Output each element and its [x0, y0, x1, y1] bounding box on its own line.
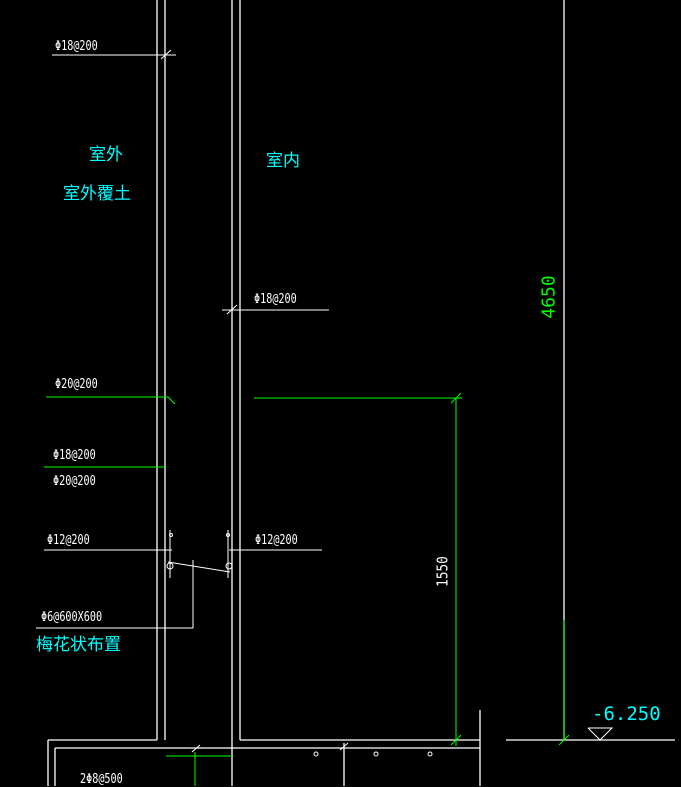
tie-dot-right [225, 562, 233, 570]
tick-slab-left [191, 744, 201, 753]
label-rebar-outer-2: Φ18@200 [53, 448, 96, 463]
dimension-lines [44, 392, 570, 786]
tick-slab [339, 742, 349, 751]
label-rebar-bottom: 2Φ8@500 [80, 772, 123, 787]
label-rebar-inner-low: Φ12@200 [255, 533, 298, 548]
wall-outline [47, 0, 675, 786]
dimension-text-4650: 4650 [538, 275, 560, 319]
note-backfill: 室外覆土 [63, 184, 131, 204]
dim-tick-bottom [450, 734, 462, 746]
label-rebar-tie: Φ6@600X600 [41, 610, 103, 625]
tick-inner-mid [226, 304, 238, 315]
tick-top-outer [160, 49, 172, 60]
label-rebar-outer-4: Φ12@200 [47, 533, 90, 548]
dim-tick-top [450, 392, 462, 404]
dimension-text-1550: 1550 [433, 556, 452, 587]
slab-rebar-dot-3 [427, 751, 433, 757]
elevation-triangle [587, 727, 614, 741]
label-rebar-outer-1: Φ20@200 [55, 377, 98, 392]
leader-outer-1 [46, 396, 176, 405]
tie-dot-upper-left [169, 533, 173, 537]
tie-dot-left [166, 562, 174, 570]
label-rebar-top-outer: Φ18@200 [55, 39, 98, 54]
slab-rebar-dot-1 [313, 751, 319, 757]
note-outside: 室外 [89, 145, 123, 165]
tie-dot-upper-right [226, 533, 230, 537]
label-rebar-outer-3: Φ20@200 [53, 474, 96, 489]
leader-lines [36, 49, 614, 757]
elevation-text: -6.250 [592, 703, 661, 725]
label-rebar-inner-mid: Φ18@200 [254, 292, 297, 307]
slab-rebar-dot-2 [373, 751, 379, 757]
tie-bar [167, 561, 231, 573]
note-inside: 室内 [266, 151, 300, 171]
note-tie-layout: 梅花状布置 [36, 635, 121, 655]
dim-tick-4650 [558, 734, 570, 746]
